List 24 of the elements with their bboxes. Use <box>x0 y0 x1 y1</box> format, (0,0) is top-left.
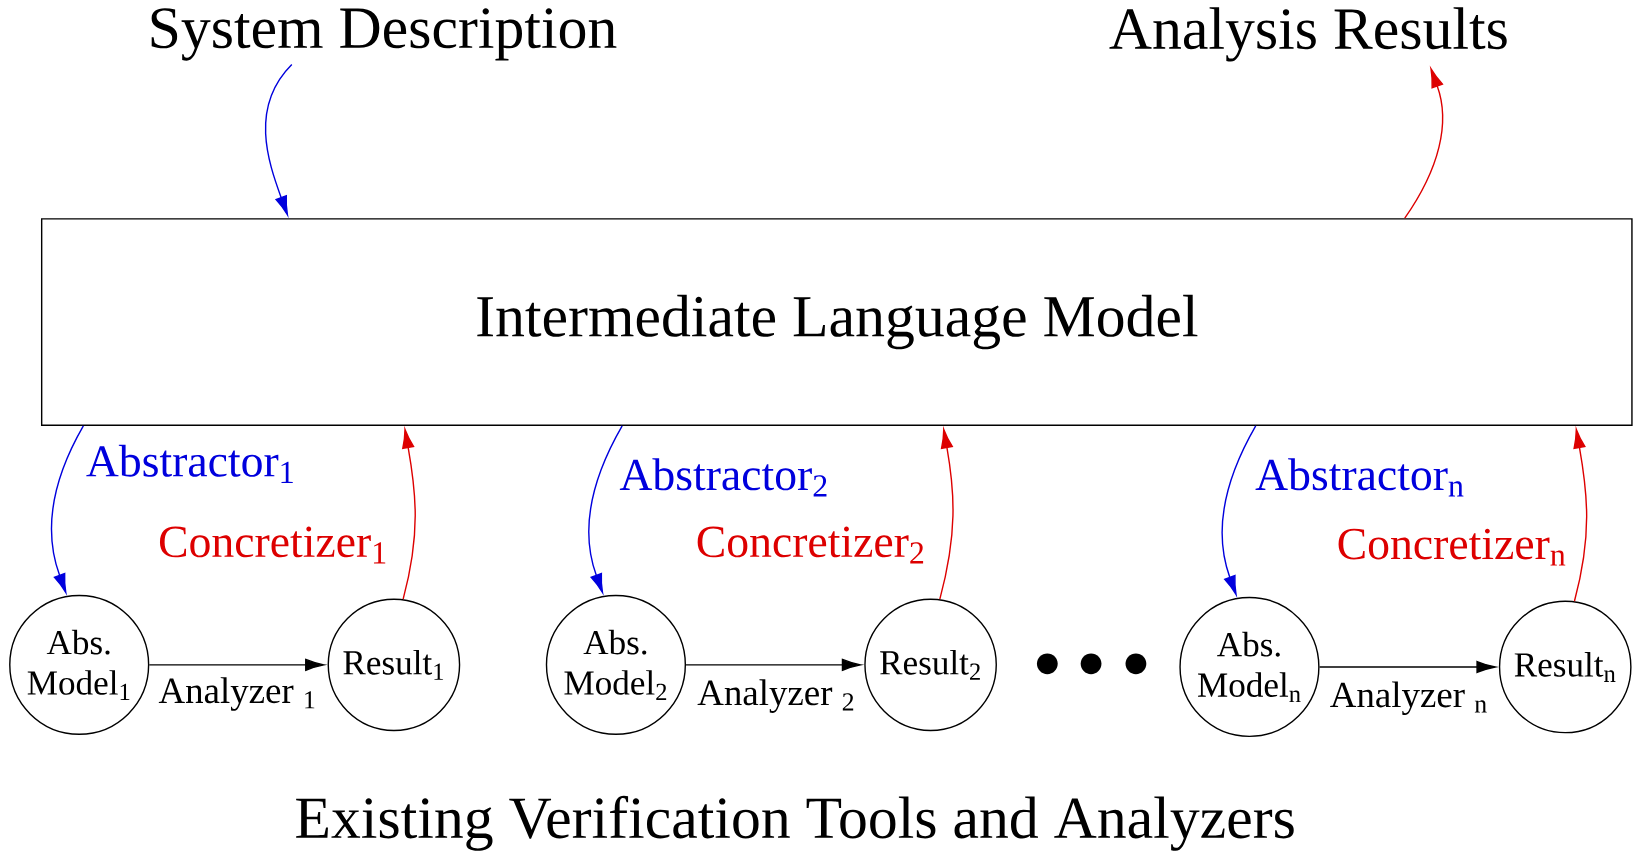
edge-label: Concretizer$_{n}$ <box>1338 528 1566 566</box>
edge-label: Concretizer$_{1}$ <box>159 526 386 564</box>
arrow <box>1404 68 1444 219</box>
arrow <box>588 424 623 593</box>
arrow <box>148 658 325 671</box>
arrow <box>1573 428 1588 602</box>
arrow <box>264 63 293 216</box>
caption-text: Existing Verification Tools and Analyzers <box>296 795 1294 851</box>
edge-label: Abstractor$_{1}$ <box>86 444 293 483</box>
arrow <box>50 424 85 593</box>
edge-label: Abstractor$_{n}$ <box>1255 457 1464 497</box>
arrow <box>1318 660 1496 673</box>
model-box: Intermediate Language Model <box>40 217 1633 426</box>
arrow <box>685 658 862 671</box>
arrow <box>939 428 954 600</box>
edge-label: Analyzer $_{2}$ <box>697 679 854 713</box>
heading-text: Analysis Results <box>1109 7 1507 62</box>
edge-label: Abstractor$_{2}$ <box>619 457 827 497</box>
arrow <box>402 428 416 600</box>
arrow <box>1221 424 1257 595</box>
edge-label: Concretizer$_{2}$ <box>697 526 924 564</box>
edge-label: Analyzer $_{1}$ <box>158 677 315 711</box>
edge-label: Analyzer $_{n}$ <box>1330 681 1487 715</box>
heading-text: System Description <box>151 7 617 61</box>
